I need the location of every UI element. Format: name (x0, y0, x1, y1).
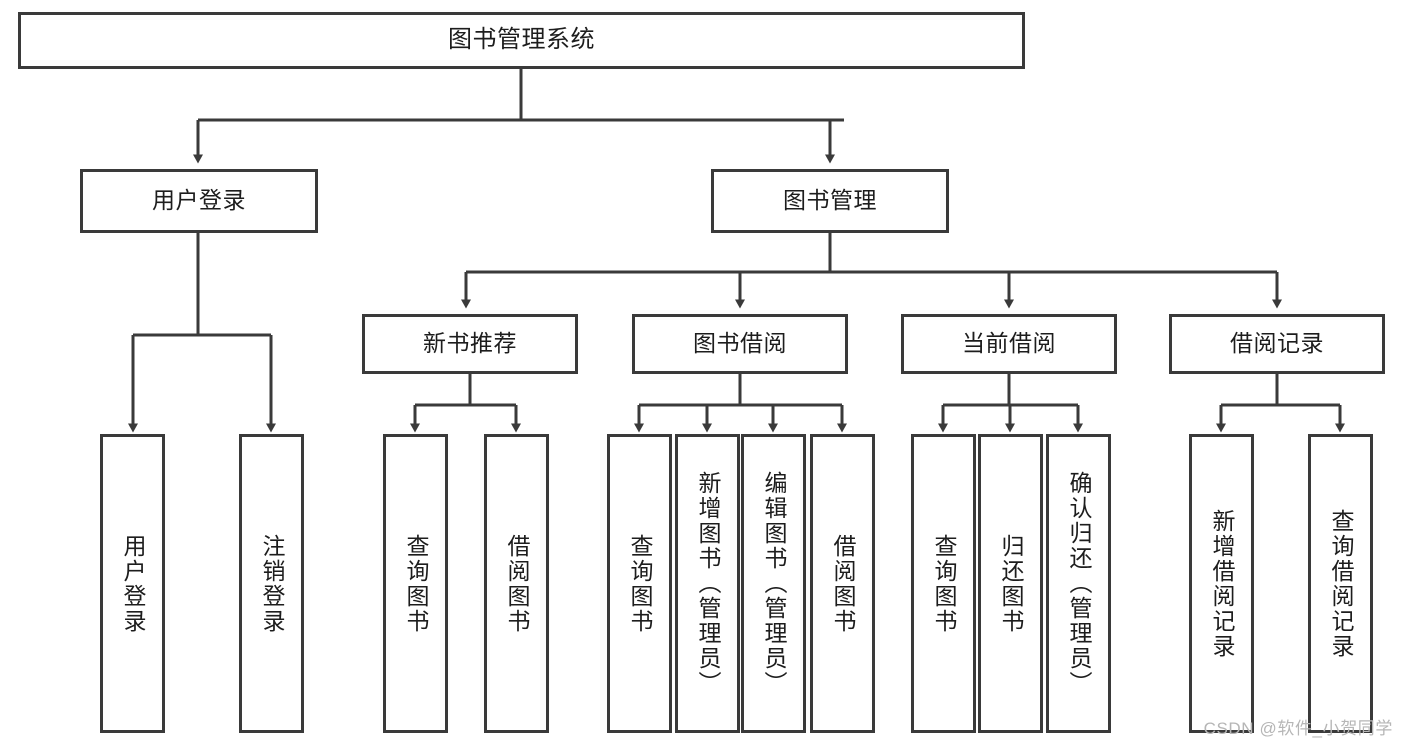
node-current-borrow[interactable]: 当前借阅 (901, 314, 1117, 374)
node-root-label: 图书管理系统 (448, 26, 595, 54)
node-leaf-user-login[interactable]: 用户登录 (100, 434, 165, 733)
node-user-login-label: 用户登录 (152, 187, 246, 214)
node-leaf-edit-book-label: 编辑图书（管理员） (761, 471, 787, 696)
node-book-borrow-label: 图书借阅 (693, 330, 787, 357)
node-leaf-query-book-1[interactable]: 查询图书 (383, 434, 448, 733)
node-leaf-query-book-1-label: 查询图书 (403, 533, 429, 634)
node-leaf-borrow-book-2-label: 借阅图书 (830, 533, 856, 634)
node-leaf-query-book-2[interactable]: 查询图书 (607, 434, 672, 733)
node-book-borrow[interactable]: 图书借阅 (632, 314, 848, 374)
node-leaf-add-book[interactable]: 新增图书（管理员） (675, 434, 740, 733)
node-leaf-add-record[interactable]: 新增借阅记录 (1189, 434, 1254, 733)
node-leaf-borrow-book-2[interactable]: 借阅图书 (810, 434, 875, 733)
node-leaf-logout-login-label: 注销登录 (259, 533, 285, 634)
node-leaf-confirm-return-label: 确认归还（管理员） (1066, 471, 1092, 696)
node-leaf-edit-book[interactable]: 编辑图书（管理员） (741, 434, 806, 733)
node-leaf-query-record-label: 查询借阅记录 (1328, 508, 1354, 659)
node-borrow-record-label: 借阅记录 (1230, 330, 1324, 357)
node-leaf-borrow-book-1-label: 借阅图书 (504, 533, 530, 634)
node-root[interactable]: 图书管理系统 (18, 12, 1025, 69)
node-leaf-return-book-label: 归还图书 (998, 533, 1024, 634)
node-leaf-query-book-3-label: 查询图书 (931, 533, 957, 634)
node-leaf-logout-login[interactable]: 注销登录 (239, 434, 304, 733)
node-book-manage-label: 图书管理 (783, 187, 877, 214)
watermark-text: CSDN @软件_小贺同学 (1203, 719, 1393, 738)
node-current-borrow-label: 当前借阅 (962, 330, 1056, 357)
node-leaf-add-record-label: 新增借阅记录 (1209, 508, 1235, 659)
node-user-login[interactable]: 用户登录 (80, 169, 318, 233)
node-leaf-borrow-book-1[interactable]: 借阅图书 (484, 434, 549, 733)
node-leaf-user-login-label: 用户登录 (120, 533, 146, 634)
node-borrow-record[interactable]: 借阅记录 (1169, 314, 1385, 374)
node-leaf-query-book-2-label: 查询图书 (627, 533, 653, 634)
node-new-book-recommend[interactable]: 新书推荐 (362, 314, 578, 374)
node-leaf-return-book[interactable]: 归还图书 (978, 434, 1043, 733)
node-leaf-add-book-label: 新增图书（管理员） (695, 471, 721, 696)
node-book-manage[interactable]: 图书管理 (711, 169, 949, 233)
node-leaf-query-book-3[interactable]: 查询图书 (911, 434, 976, 733)
node-new-book-recommend-label: 新书推荐 (423, 330, 517, 357)
node-leaf-confirm-return[interactable]: 确认归还（管理员） (1046, 434, 1111, 733)
node-leaf-query-record[interactable]: 查询借阅记录 (1308, 434, 1373, 733)
